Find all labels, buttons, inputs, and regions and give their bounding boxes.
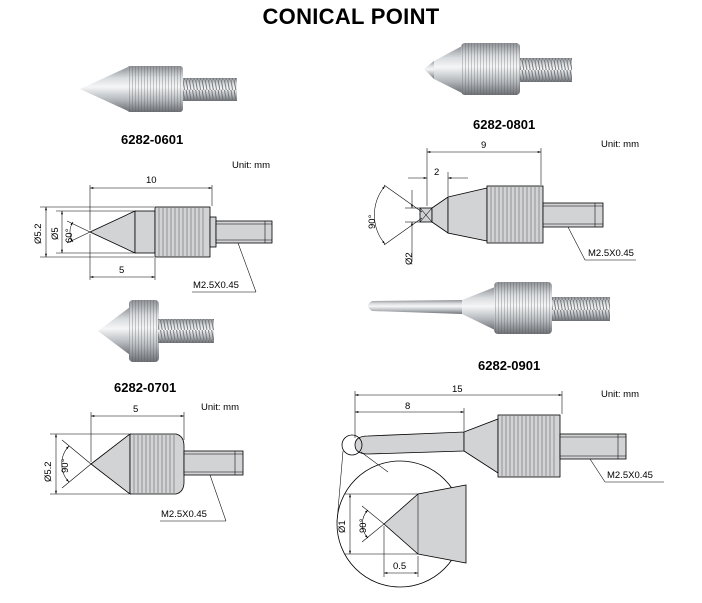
angle-0601: 60° bbox=[64, 228, 75, 243]
dim-step-0901: 8 bbox=[405, 401, 410, 412]
thread-0701: M2.5X0.45 bbox=[161, 509, 207, 520]
thread-0601: M2.5X0.45 bbox=[193, 280, 239, 291]
angle-0701: 90° bbox=[60, 458, 71, 473]
detail-len-0901: 0.5 bbox=[393, 561, 406, 572]
drawing-0901: 15 8 Ø1 90° 0.5 M2.5X0.45 bbox=[336, 384, 664, 588]
drawing-0601: 10 5 Ø5.2 Ø5 60° M2.5X0.45 bbox=[33, 175, 273, 293]
drawing-0701: 5 Ø5.2 90° M2.5X0.45 bbox=[43, 404, 244, 522]
part-number-0601: 6282-0601 bbox=[121, 132, 184, 147]
part-number-0901: 6282-0901 bbox=[478, 358, 541, 373]
unit-label-0701: Unit: mm bbox=[201, 402, 239, 413]
drawing-0801: 9 2 90° Ø2 M2.5X0.45 bbox=[367, 140, 636, 265]
unit-label-0801: Unit: mm bbox=[601, 139, 639, 150]
dia-outer-0701: Ø5.2 bbox=[43, 461, 54, 482]
photo-0601 bbox=[80, 66, 237, 112]
dia-outer-0601: Ø5.2 bbox=[33, 223, 44, 244]
photo-0701 bbox=[98, 300, 214, 362]
dim-length-0901: 15 bbox=[452, 384, 463, 395]
dia-tip-0801: Ø2 bbox=[404, 252, 415, 265]
dia-inner-0601: Ø5 bbox=[50, 227, 61, 240]
dim-length-0701: 5 bbox=[133, 404, 138, 415]
dim-step-0601: 5 bbox=[119, 265, 124, 276]
photo-0901 bbox=[368, 282, 610, 334]
unit-label-0601: Unit: mm bbox=[232, 160, 270, 171]
photo-0801 bbox=[424, 43, 572, 95]
part-number-0701: 6282-0701 bbox=[114, 380, 177, 395]
dim-length-0801: 9 bbox=[481, 140, 486, 151]
dim-step-0801: 2 bbox=[434, 167, 439, 178]
angle-0801: 90° bbox=[367, 214, 378, 229]
part-number-0801: 6282-0801 bbox=[473, 117, 536, 132]
thread-0801: M2.5X0.45 bbox=[588, 248, 634, 259]
dim-length-0601: 10 bbox=[146, 175, 157, 186]
thread-0901: M2.5X0.45 bbox=[607, 470, 653, 481]
page-title: CONICAL POINT bbox=[262, 4, 440, 29]
detail-angle-0901: 90° bbox=[358, 518, 369, 533]
unit-label-0901: Unit: mm bbox=[601, 389, 639, 400]
detail-dia-0901: Ø1 bbox=[337, 520, 348, 533]
